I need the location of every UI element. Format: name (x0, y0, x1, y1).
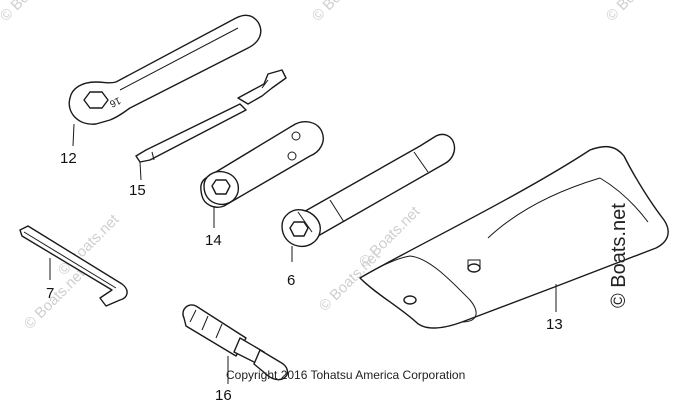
callout-16: 16 (215, 387, 232, 404)
watermark-text: © Boats.net (0, 0, 65, 25)
watermark-text: © Boats.net (309, 0, 377, 25)
part-7-hex-key[interactable] (19, 225, 128, 307)
copyright-notice: Copyright 2016 Tohatsu America Corporati… (226, 368, 465, 382)
callout-6: 6 (287, 272, 295, 289)
wrench-size-mark: 16 (107, 94, 122, 109)
part-6-socket-wrench[interactable] (281, 133, 456, 248)
leader-15 (139, 161, 142, 181)
watermark-text: © Boats.net (603, 0, 671, 25)
part-12-wrench[interactable]: 16 (68, 14, 262, 125)
part-13-tool-bag[interactable] (359, 145, 669, 329)
callout-13: 13 (546, 316, 563, 333)
leader-12 (72, 123, 75, 147)
callout-14: 14 (205, 232, 222, 249)
callout-12: 12 (60, 150, 77, 167)
callout-7: 7 (46, 285, 54, 302)
watermark-text: © Boats.net (21, 265, 89, 333)
side-watermark: © Boats.net (608, 203, 630, 308)
part-16-screwdriver[interactable] (182, 304, 289, 381)
part-14-plug-wrench[interactable] (200, 121, 324, 208)
callout-15: 15 (129, 182, 146, 199)
